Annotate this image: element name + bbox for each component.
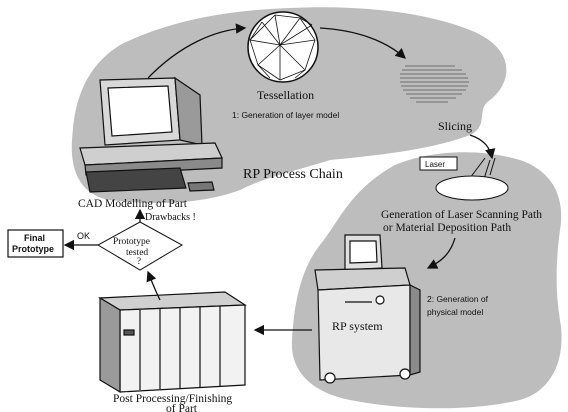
arrow-tessellation-to-slicing <box>319 27 406 59</box>
post-processing-cabinet-icon <box>97 291 247 394</box>
tessellated-sphere-icon <box>247 11 319 83</box>
tessellation-label: Tessellation <box>257 88 314 102</box>
post-processing-label-line-1: Post Processing/Finishing <box>113 393 232 405</box>
decision-line-3: ? <box>137 256 141 266</box>
path-label-line-2: or Material Deposition Path <box>383 222 511 234</box>
build-platform-ellipse <box>435 175 509 201</box>
final-prototype-line-2: Prototype <box>12 244 54 254</box>
laser-tag-box <box>419 156 458 171</box>
arrow-cad-to-tessellation <box>147 23 247 79</box>
arrow-slicing-to-laser <box>469 134 496 160</box>
decision-line-2: tested <box>126 248 148 258</box>
phase-1-label: 1: Generation of layer model <box>232 110 339 120</box>
center-title: RP Process Chain <box>243 167 343 182</box>
slicing-label: Slicing <box>438 119 472 133</box>
rp-machine-icon <box>314 234 421 384</box>
decision-line-1: Prototype <box>113 237 150 247</box>
path-label-line-1: Generation of Laser Scanning Path <box>381 209 542 221</box>
final-prototype-box <box>7 229 64 258</box>
flow-arrows <box>63 23 496 336</box>
decision-diamond <box>96 221 184 271</box>
arrow-post-to-decision <box>146 270 161 301</box>
post-processing-label-line-2: of Part <box>166 403 198 412</box>
rp-system-label: RP system <box>332 319 383 333</box>
cad-label: CAD Modelling of Part <box>78 198 188 210</box>
phase-2-label-line-2: physical model <box>427 307 483 317</box>
cad-workstation-icon <box>79 76 223 193</box>
final-prototype-line-1: Final <box>24 233 45 243</box>
arrow-path-to-rp <box>426 237 456 269</box>
ok-label: OK <box>77 231 90 241</box>
phase-2-label-line-1: 2: Generation of <box>427 294 489 304</box>
slice-layers-icon <box>400 65 469 103</box>
laser-tag-label: Laser <box>425 160 445 169</box>
drawbacks-label: Drawbacks ! <box>145 212 196 223</box>
